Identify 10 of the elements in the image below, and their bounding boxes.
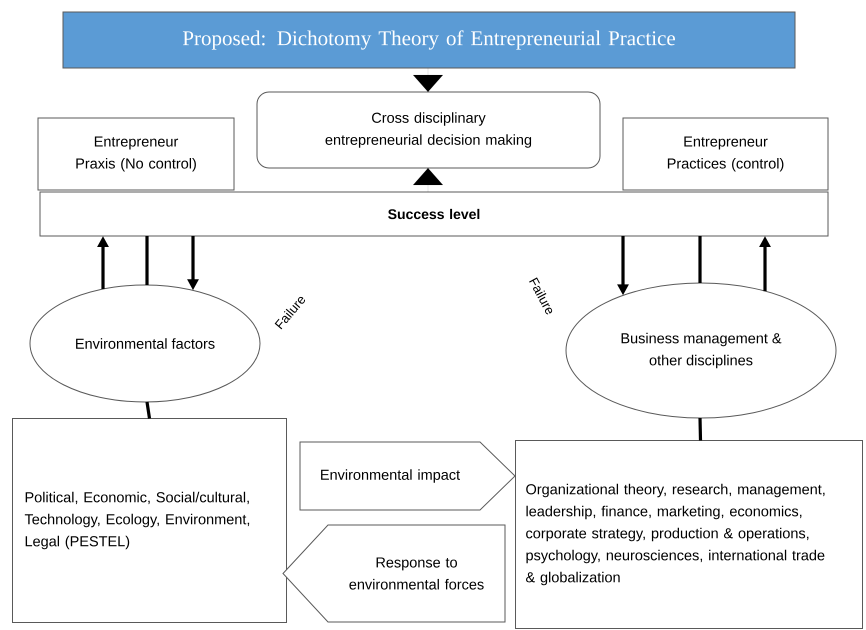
decision-box: Cross disciplinary entrepreneurial decision making <box>256 92 600 168</box>
title-banner: Proposed: Dichotomy Theory of Entrepreneurial Practice <box>62 12 796 68</box>
practices-box: Entrepreneur Practices (control) <box>622 118 828 190</box>
pestel-box: Political, Economic, Social/cultural, Technology, Ecology, Environment, Legal (PESTEL) <box>12 418 287 623</box>
disciplines-list-box: Organizational theory, research, management, leadership, finance, marketing, economics, corporate strategy, production & operations, psychology, neurosciences, international trade & globalization <box>515 440 863 629</box>
arrow <box>413 168 443 192</box>
node-label: Response to environmental forces <box>349 557 484 590</box>
praxis-box: Entrepreneur Praxis (No control) <box>38 118 234 190</box>
impact-arrow-box: Environmental impact <box>300 442 516 510</box>
arrow <box>413 68 443 92</box>
